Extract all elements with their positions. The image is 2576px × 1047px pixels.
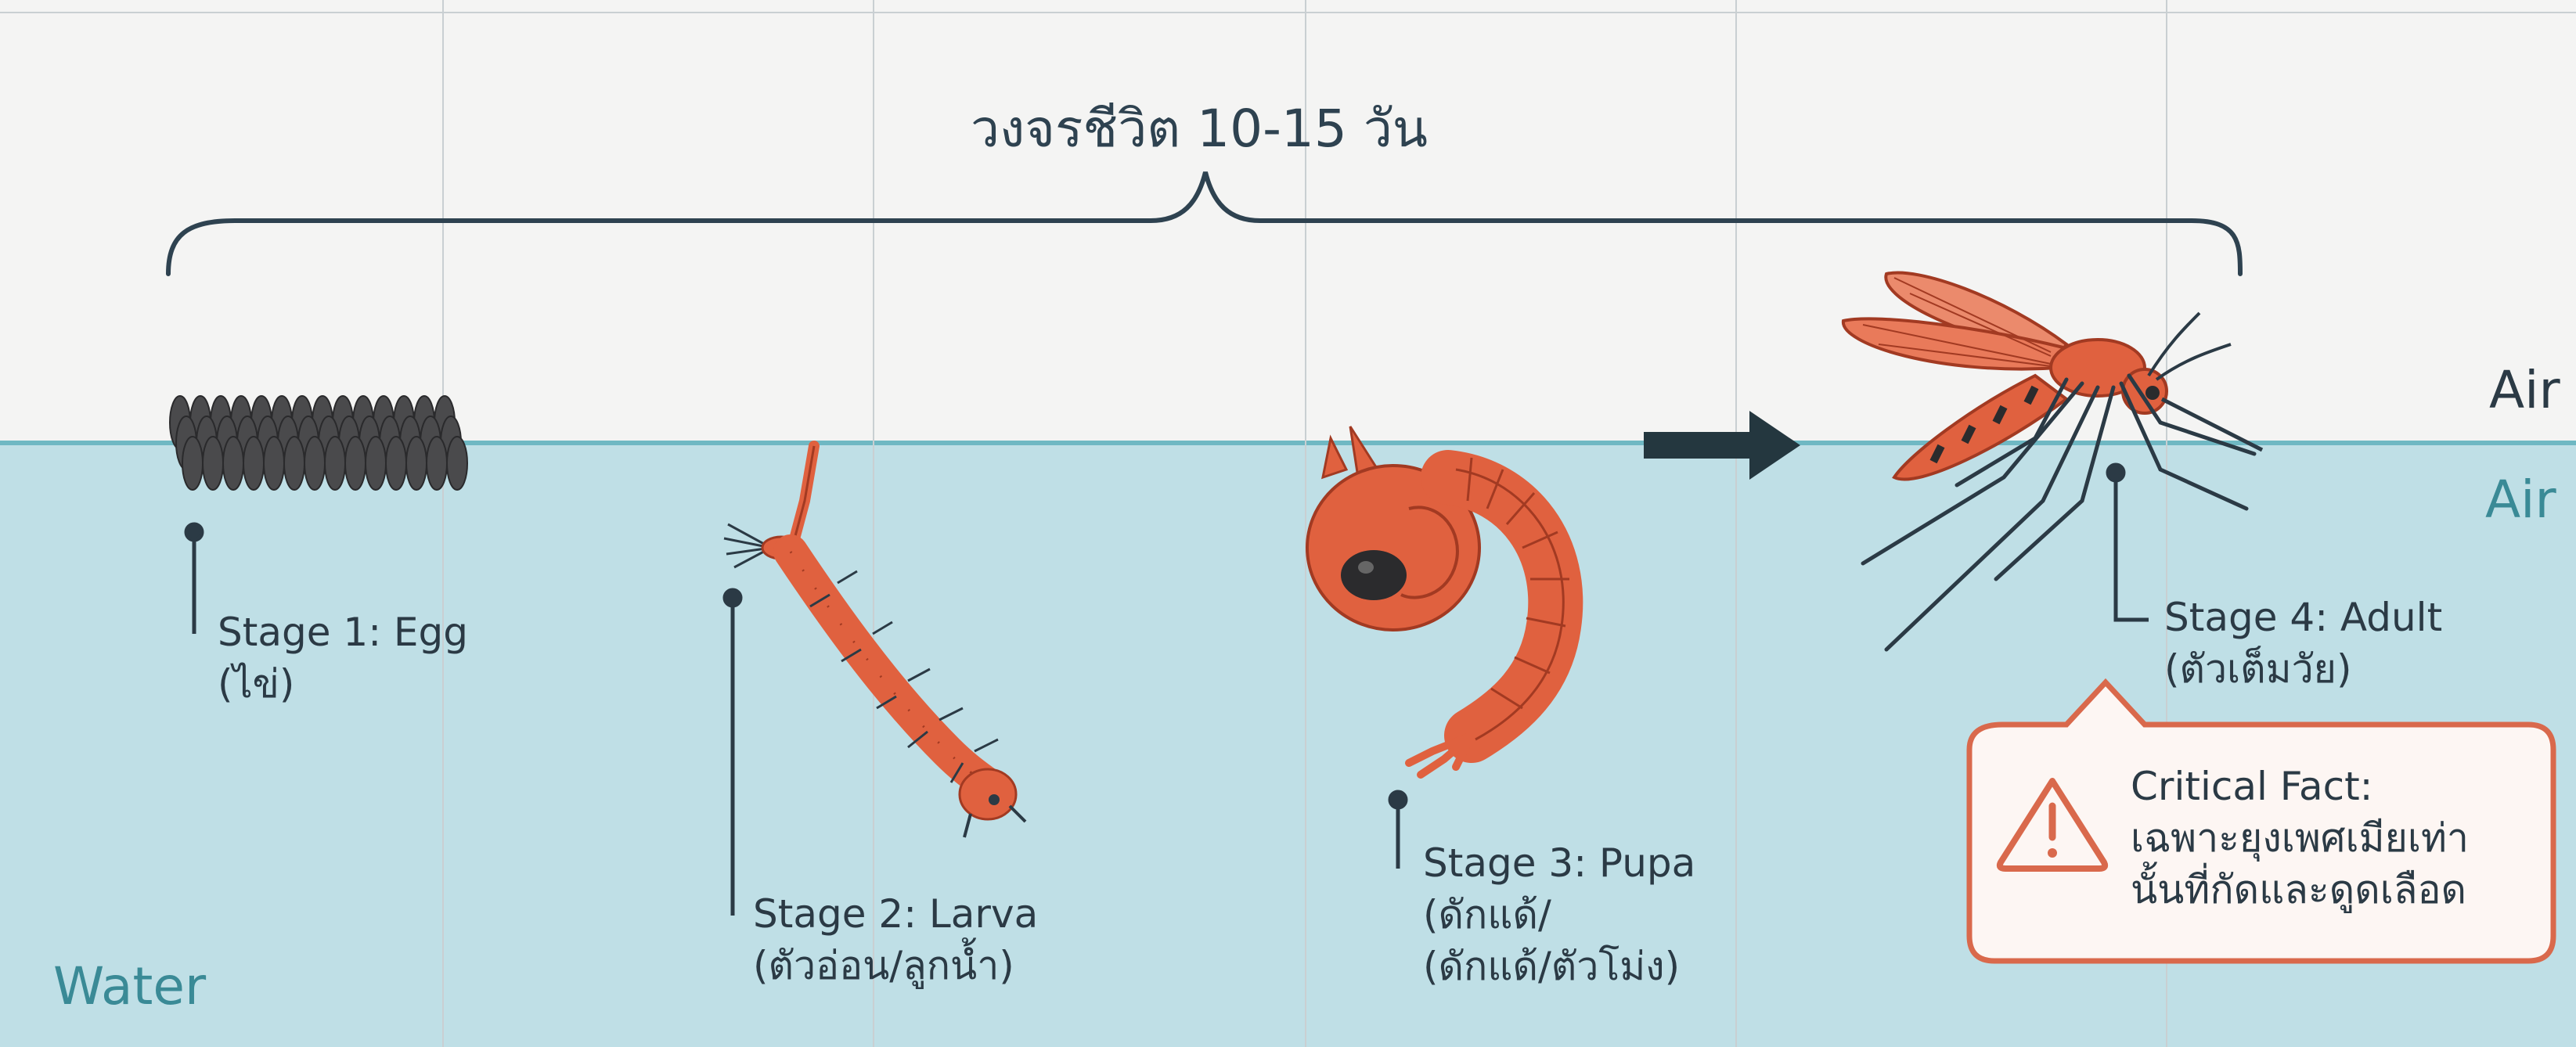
egg xyxy=(264,437,284,490)
stage-4-label: Stage 4: Adult (ตัวเต็มวัย) xyxy=(2164,592,2442,695)
critical-fact-heading: Critical Fact: xyxy=(2131,761,2469,812)
stage-4-subtitle: (ตัวเต็มวัย) xyxy=(2164,643,2442,695)
egg xyxy=(325,437,345,490)
stage-4-title: Stage 4: Adult xyxy=(2164,592,2442,643)
stage-3-label: Stage 3: Pupa (ดักแด้/ (ดักแด้/ตัวโม่ง) xyxy=(1423,837,1695,992)
egg xyxy=(386,437,406,490)
egg xyxy=(366,437,386,490)
water-zone-label: Water xyxy=(53,956,206,1016)
egg xyxy=(304,437,325,490)
air-zone-label-secondary: Air xyxy=(2485,470,2556,530)
stage-3-title: Stage 3: Pupa xyxy=(1423,837,1695,889)
stage-3-subtitle: (ดักแด้/ xyxy=(1423,889,1695,941)
critical-fact-line-2: นั้นที่กัดและดูดเลือด xyxy=(2131,864,2469,916)
lifecycle-duration-title: วงจรชีวิต 10-15 วัน xyxy=(971,88,1428,170)
stage-2-subtitle: (ตัวอ่อน/ลูกน้ำ) xyxy=(753,940,1038,991)
air-zone-label: Air xyxy=(2489,360,2560,420)
egg xyxy=(223,437,243,490)
stage-1-label: Stage 1: Egg (ไข่) xyxy=(218,606,468,710)
critical-fact-text: Critical Fact: เฉพาะยุงเพศเมียเท่า นั้นท… xyxy=(2131,761,2469,916)
egg xyxy=(427,437,447,490)
egg xyxy=(243,437,264,490)
egg xyxy=(406,437,427,490)
egg-raft-illustration xyxy=(170,396,467,490)
stage-1-subtitle: (ไข่) xyxy=(218,658,468,710)
stage-2-title: Stage 2: Larva xyxy=(753,888,1038,940)
critical-fact-line-1: เฉพาะยุงเพศเมียเท่า xyxy=(2131,812,2469,864)
egg xyxy=(182,437,203,490)
stage-2-label: Stage 2: Larva (ตัวอ่อน/ลูกน้ำ) xyxy=(753,888,1038,991)
stage-3-subtitle-2: (ดักแด้/ตัวโม่ง) xyxy=(1423,941,1695,992)
egg xyxy=(203,437,223,490)
egg xyxy=(284,437,304,490)
egg xyxy=(447,437,467,490)
stage-1-title: Stage 1: Egg xyxy=(218,606,468,658)
egg xyxy=(345,437,366,490)
